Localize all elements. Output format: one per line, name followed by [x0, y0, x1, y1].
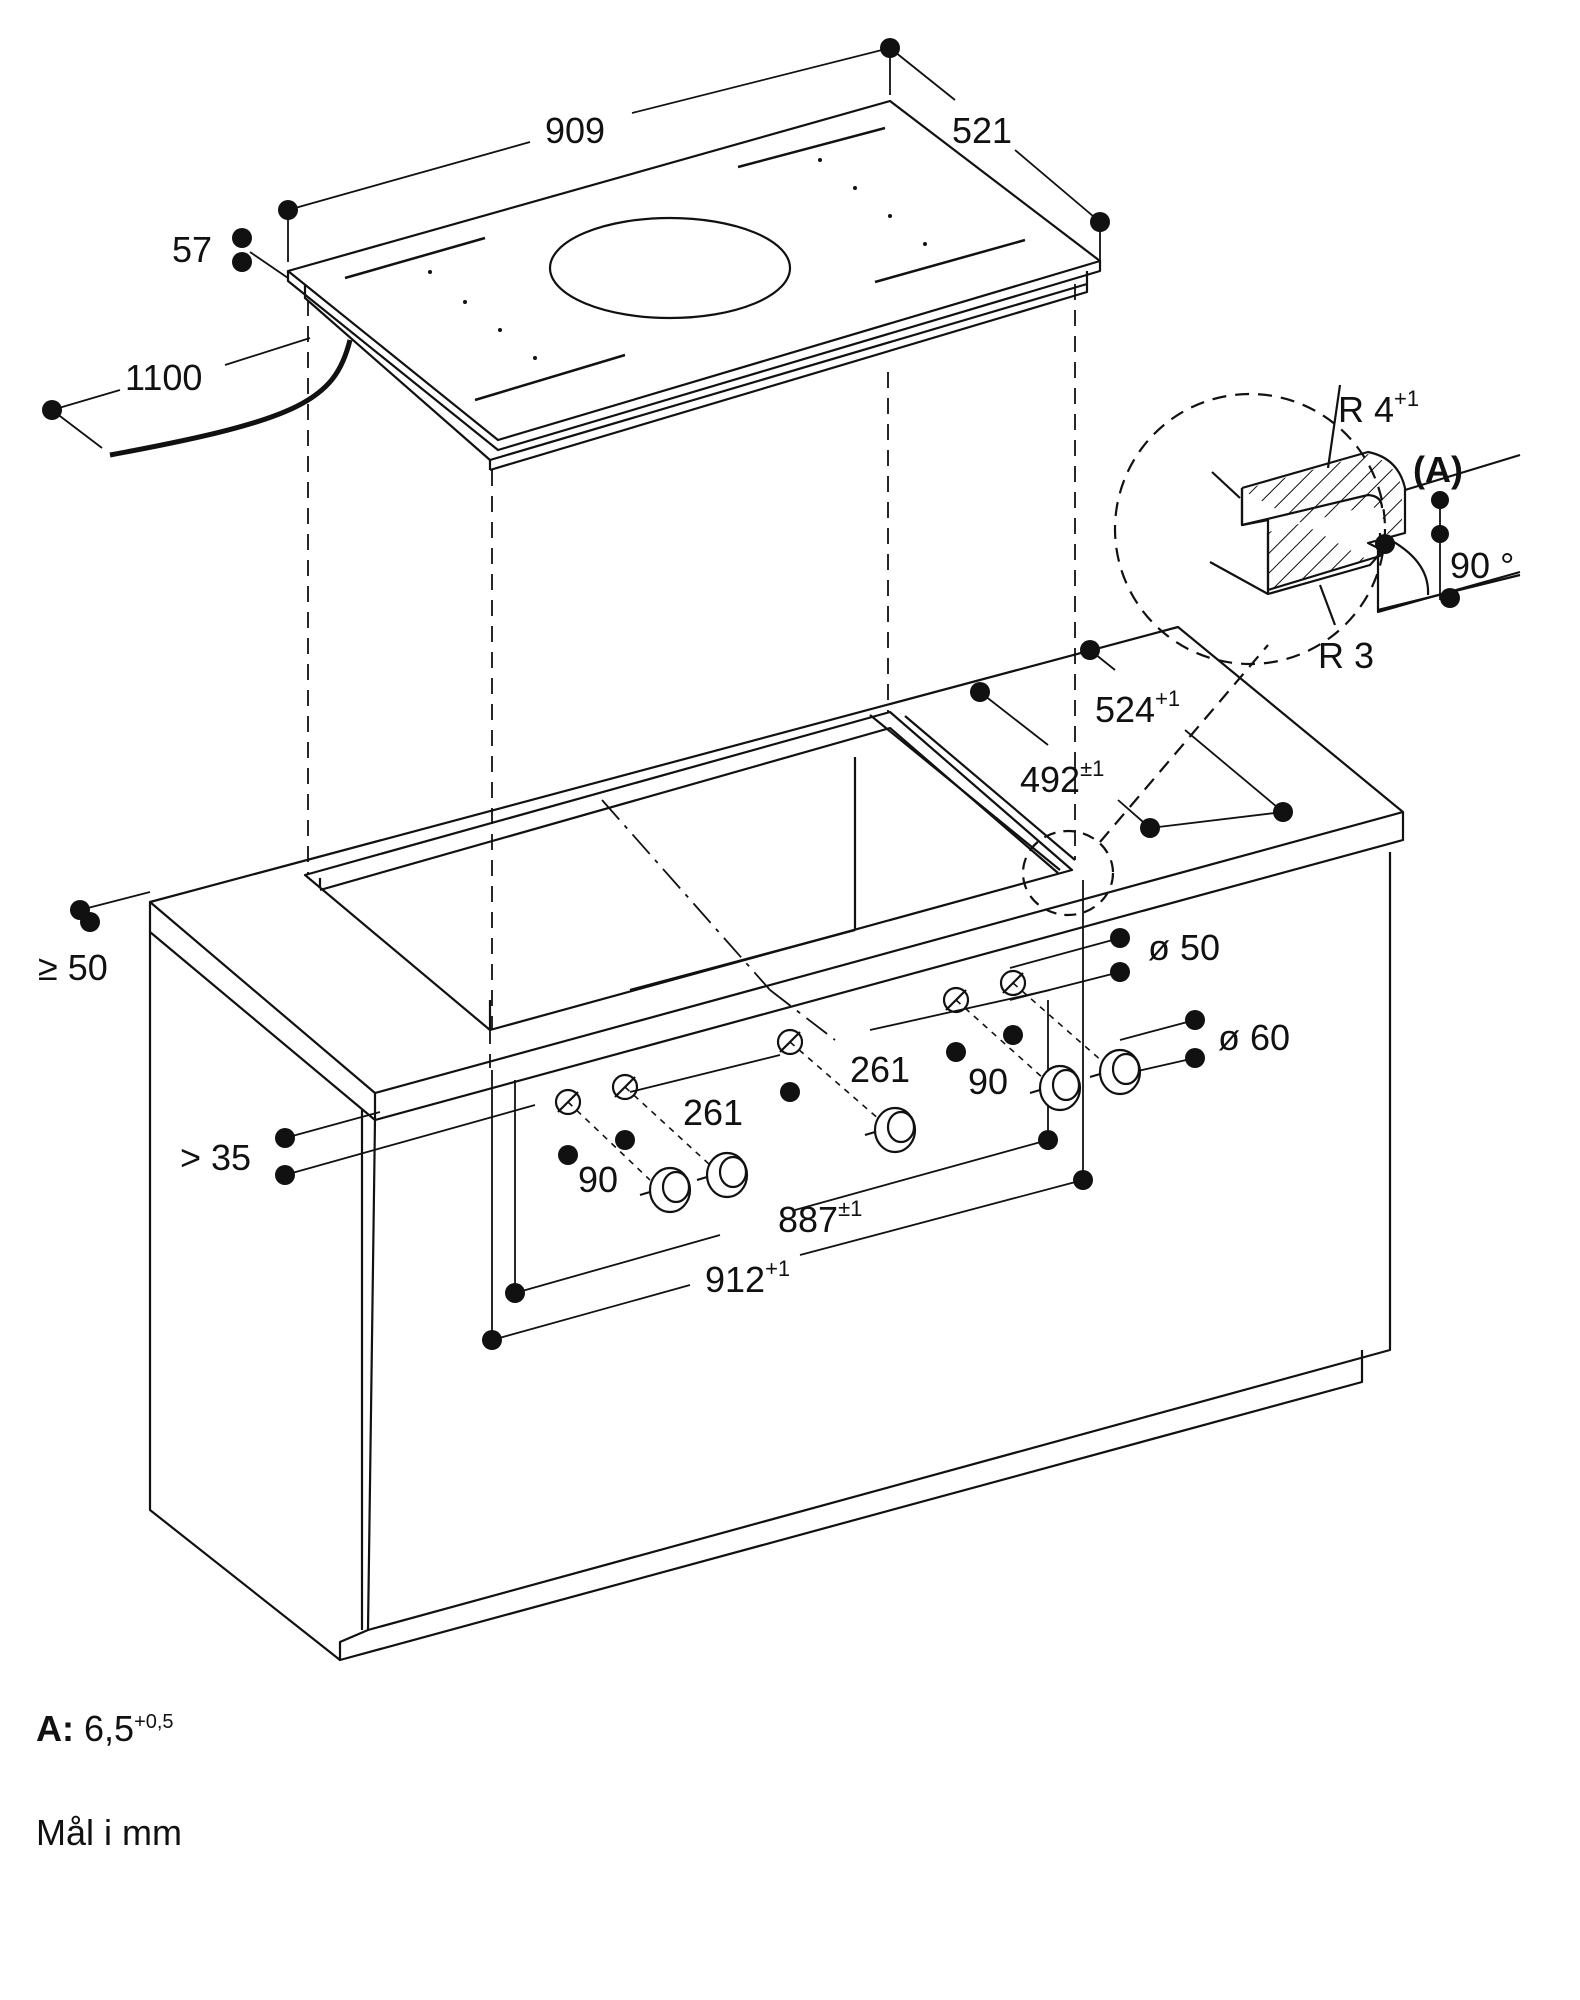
footnote-label: A: — [36, 1708, 74, 1749]
detail-radius-top: R 4+1 — [1338, 386, 1419, 430]
cooktop-wok-zone — [548, 216, 792, 320]
cooktop — [109, 99, 1102, 472]
dim-knob-hole-large: ø 60 — [1218, 1017, 1290, 1058]
dim-front-distance: > 35 — [180, 1137, 251, 1178]
detail-marker: (A) — [1413, 449, 1463, 490]
dim-cutout-width: 912+1 — [705, 1256, 790, 1300]
dim-knob-spacing-left: 90 — [578, 1159, 618, 1200]
knob-5 — [1089, 1048, 1142, 1096]
units-note: Mål i mm — [36, 1812, 182, 1853]
projection-lines — [307, 284, 1076, 1030]
footnote-tolerance: +0,5 — [134, 1711, 174, 1733]
dim-thickness: 57 — [172, 229, 212, 270]
dim-cutout-depth: 524+1 — [1095, 686, 1180, 730]
dimension-labels: 909 521 57 1100 524+1 492±1 ≥ 50 > 35 ø … — [38, 110, 1514, 1300]
dim-knob-spacing-right: 90 — [968, 1061, 1008, 1102]
dim-inner-depth: 492±1 — [1020, 756, 1104, 800]
knob-2 — [696, 1151, 749, 1199]
dim-cable: 1100 — [125, 357, 202, 398]
knobs — [567, 982, 1142, 1214]
dim-inner-width: 887±1 — [778, 1196, 862, 1240]
dimension-lines — [51, 47, 1441, 1341]
dim-width: 909 — [545, 110, 605, 151]
dim-edge-distance: ≥ 50 — [38, 947, 108, 988]
knob-4 — [1029, 1064, 1082, 1112]
dimension-dots — [42, 38, 1460, 1350]
dim-knob-offset-left: 261 — [683, 1092, 743, 1133]
dim-depth: 521 — [952, 110, 1012, 151]
knob-3 — [864, 1106, 917, 1154]
power-cable — [109, 339, 353, 458]
cabinet — [148, 625, 1405, 1662]
dim-knob-offset-right: 261 — [850, 1049, 910, 1090]
cutout — [303, 710, 1074, 1032]
knob-1 — [639, 1166, 692, 1214]
dim-knob-hole-small: ø 50 — [1148, 927, 1220, 968]
footnote-value: 6,5 — [84, 1708, 135, 1749]
detail-angle: 90 ° — [1450, 545, 1514, 586]
detail-radius-bottom: R 3 — [1318, 635, 1374, 676]
footnote: A: 6,5+0,5 — [36, 1708, 174, 1750]
